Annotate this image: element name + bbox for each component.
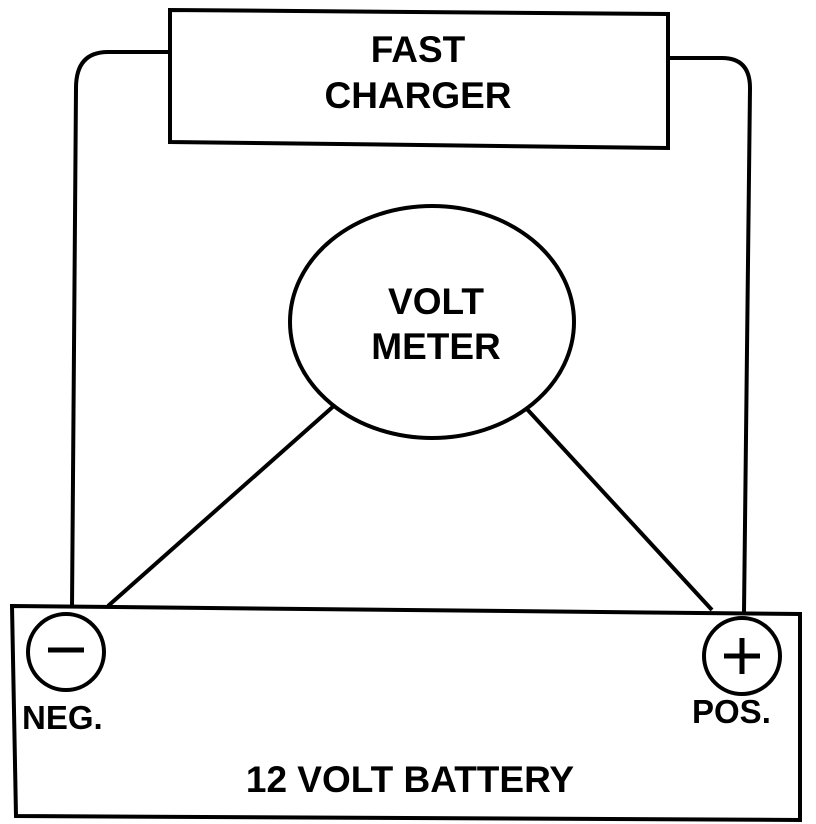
volt-meter-circle [288, 204, 576, 440]
volt-meter-label-line2: METER [371, 326, 501, 367]
positive-terminal [702, 616, 782, 696]
charger-negative-wire [70, 50, 170, 609]
fast-charger: FAST CHARGER [168, 7, 670, 151]
positive-terminal-label: POS. [692, 693, 771, 730]
meter-negative-wire [106, 402, 338, 608]
fast-charger-label-line2: CHARGER [324, 75, 511, 116]
battery: NEG. POS. 12 VOLT BATTERY [9, 603, 802, 823]
volt-meter: VOLT METER [288, 204, 576, 440]
battery-label: 12 VOLT BATTERY [246, 759, 575, 800]
meter-positive-wire [524, 406, 714, 612]
charger-positive-wire [668, 56, 753, 613]
volt-meter-label-line1: VOLT [388, 281, 484, 322]
negative-terminal [26, 612, 106, 692]
negative-terminal-label: NEG. [22, 699, 103, 736]
battery-box [9, 603, 802, 823]
fast-charger-box [168, 7, 670, 151]
fast-charger-label-line1: FAST [371, 29, 466, 70]
